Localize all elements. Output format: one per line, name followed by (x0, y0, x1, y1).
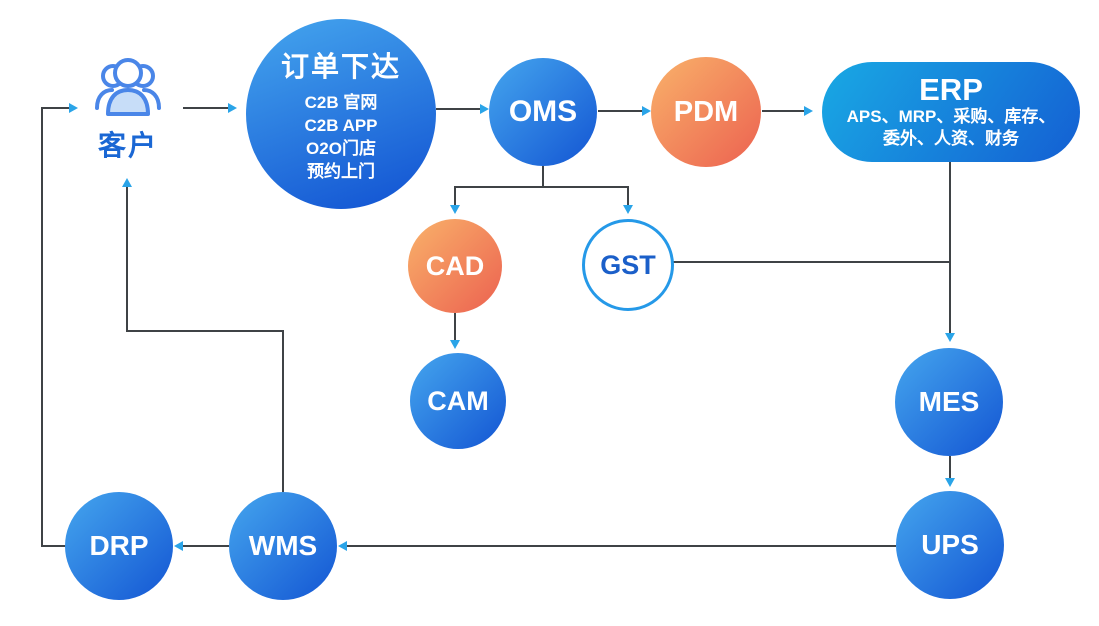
arrowhead-icon (804, 106, 813, 116)
node-ups: UPS (896, 491, 1004, 599)
mes-label: MES (918, 386, 980, 417)
customer-label: 客户 (97, 130, 158, 161)
connector-customer-order (183, 107, 228, 109)
gst-label: GST (600, 249, 656, 280)
node-cad: CAD (408, 219, 502, 313)
arrowhead-icon (69, 103, 78, 113)
connector-wms-drp (183, 545, 229, 547)
connector-oms-pdm (598, 110, 642, 112)
connector-ups-wms (347, 545, 896, 547)
order-channel-c2b-web: C2B 官网 (304, 93, 378, 112)
order-title: 订单下达 (280, 51, 401, 82)
arrowhead-icon (122, 178, 132, 187)
wms-label: WMS (248, 530, 318, 561)
connector-drp-left (41, 545, 67, 547)
connector-cad-cam (454, 313, 456, 340)
connector-wms-up (282, 331, 284, 492)
node-order: 订单下达 C2B 官网 C2B APP O2O门店 预约上门 (246, 19, 436, 209)
cam-label: CAM (427, 385, 489, 416)
node-customer: 客户 (86, 56, 170, 164)
node-wms: WMS (229, 492, 337, 600)
order-channel-c2b-app: C2B APP (304, 116, 378, 135)
connector-up-customer (126, 187, 128, 331)
connector-oms-stub (542, 166, 544, 188)
drp-label: DRP (89, 530, 149, 561)
customers-group-icon (86, 56, 170, 122)
arrowhead-icon (174, 541, 183, 551)
arrowhead-icon (642, 106, 651, 116)
connector-into-customer (41, 107, 69, 109)
arrowhead-icon (945, 333, 955, 342)
arrowhead-icon (450, 205, 460, 214)
arrowhead-icon (338, 541, 347, 551)
node-gst: GST (582, 219, 674, 311)
connector-split (454, 186, 628, 188)
oms-label: OMS (508, 95, 578, 128)
connector-pdm-erp (762, 110, 804, 112)
order-channel-o2o-store: O2O门店 (306, 139, 376, 158)
connector-split-cad (454, 186, 456, 205)
node-erp: ERP APS、MRP、采购、库存、 委外、人资、财务 (822, 62, 1080, 162)
erp-modules-line2: 委外、人资、财务 (883, 129, 1019, 148)
connector-left-loop (41, 108, 43, 547)
node-mes: MES (895, 348, 1003, 456)
erp-modules-line1: APS、MRP、采购、库存、 (846, 107, 1056, 126)
connector-order-oms (436, 108, 480, 110)
connector-mes-ups (949, 456, 951, 478)
node-pdm: PDM (651, 57, 761, 167)
node-oms: OMS (489, 58, 597, 166)
connector-erp-mes (949, 162, 951, 333)
arrowhead-icon (623, 205, 633, 214)
ups-label: UPS (921, 529, 979, 560)
pdm-label: PDM (673, 95, 739, 128)
connector-wms-customer (126, 330, 284, 332)
erp-title: ERP (919, 72, 983, 107)
order-channel-appointment: 预约上门 (307, 162, 375, 181)
node-drp: DRP (65, 492, 173, 600)
node-cam: CAM (410, 353, 506, 449)
arrowhead-icon (450, 340, 460, 349)
arrowhead-icon (228, 103, 237, 113)
connector-gst-junction (672, 261, 950, 263)
connector-split-gst (627, 186, 629, 205)
arrowhead-icon (480, 104, 489, 114)
cad-label: CAD (425, 250, 485, 281)
arrowhead-icon (945, 478, 955, 487)
